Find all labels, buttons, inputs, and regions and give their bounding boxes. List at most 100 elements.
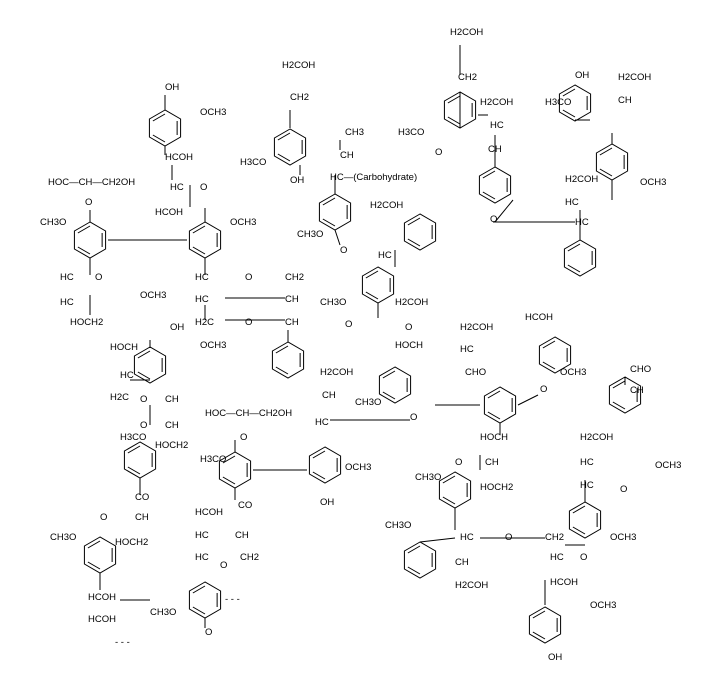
bond (277, 132, 291, 141)
atom-label: O (245, 317, 252, 328)
atom-label: CHO (630, 364, 651, 375)
benzene-ring (271, 341, 305, 379)
atom-label: OCH3 (140, 290, 166, 301)
atom-label: HCOH (88, 614, 116, 625)
bond (542, 340, 556, 349)
bond (152, 134, 166, 143)
benzene-ring (318, 193, 352, 231)
atom-label: HOCH (395, 340, 423, 351)
bond (192, 585, 206, 594)
benzene-ring (595, 143, 629, 181)
atom-label: OCH3 (560, 367, 586, 378)
atom-label: CH2 (285, 272, 304, 283)
atom-label: O (490, 214, 497, 225)
atom-label: CH (340, 150, 354, 161)
bond (572, 505, 586, 514)
atom-label: OH (320, 497, 334, 508)
bond (572, 526, 586, 535)
atom-label: CH3O (150, 607, 176, 618)
bond (562, 88, 576, 97)
atom-label: OH (165, 82, 179, 93)
benzene-ring (528, 606, 562, 644)
atom-label: CH3 (345, 127, 364, 138)
bond (447, 116, 461, 125)
atom-label: H3CO (545, 97, 571, 108)
atom-label: HC (195, 294, 209, 305)
atom-label: HC (60, 297, 74, 308)
atom-label: OCH3 (610, 532, 636, 543)
bond (612, 380, 626, 389)
atom-label: CH (285, 294, 299, 305)
bond (487, 411, 501, 420)
bond (442, 475, 456, 484)
atom-label: CH (165, 394, 179, 405)
bond (77, 225, 91, 234)
atom-label: O (200, 182, 207, 193)
benzene-ring (123, 441, 157, 479)
atom-label: HC (315, 417, 329, 428)
atom-label: CH (165, 420, 179, 431)
atom-label: H2COH (460, 322, 493, 333)
benzene-ring (563, 239, 597, 277)
atom-label: HCOH (155, 207, 183, 218)
bond (567, 243, 581, 252)
bond (612, 401, 626, 410)
bond (419, 537, 456, 543)
atom-label: H3CO (398, 127, 424, 138)
atom-label: HCOH (525, 312, 553, 323)
benzene-ring (403, 541, 437, 579)
atom-label: HC (550, 552, 564, 563)
benzene-ring (478, 166, 512, 204)
atom-label: CH2 (290, 92, 309, 103)
bond (137, 350, 151, 359)
benzene-ring (438, 471, 472, 509)
bond (447, 95, 461, 104)
bond (87, 540, 101, 549)
atom-label: OH (575, 70, 589, 81)
atom-label: O (540, 384, 547, 395)
atom-label: HC (580, 480, 594, 491)
bond (277, 153, 291, 162)
atom-label: CH (618, 95, 632, 106)
atom-label: O (220, 560, 227, 571)
atom-label: CH (135, 512, 149, 523)
atom-label: H2C (195, 317, 214, 328)
benzene-ring (83, 536, 117, 574)
benzene-ring (378, 366, 412, 404)
atom-label: O (85, 197, 92, 208)
atom-label: O (95, 272, 102, 283)
bond (365, 270, 379, 279)
atom-label: CH3O (385, 520, 411, 531)
bond (442, 496, 456, 505)
atom-label: HC—(Carbohydrate) (330, 172, 417, 183)
atom-label: OCH3 (200, 107, 226, 118)
atom-label: O (240, 432, 247, 443)
benzene-ring (188, 221, 222, 259)
atom-label: O (620, 484, 627, 495)
atom-label: CH (485, 457, 499, 468)
atom-label: OH (548, 652, 562, 663)
atom-label: HCOH (88, 592, 116, 603)
bond (87, 561, 101, 570)
atom-label: OCH3 (230, 217, 256, 228)
bond (127, 466, 141, 475)
atom-label: HOCH2 (115, 537, 148, 548)
atom-label: HOC—CH—CH2OH (48, 177, 135, 188)
benzene-ring (361, 266, 395, 304)
benzene-ring (148, 109, 182, 147)
benzene-ring (308, 446, 342, 484)
atom-label: CH3O (355, 397, 381, 408)
benzene-ring (188, 581, 222, 619)
atom-label: HOCH2 (70, 317, 103, 328)
atom-label: CH3O (40, 217, 66, 228)
atom-label: O (100, 512, 107, 523)
atom-label: H2COH (370, 200, 403, 211)
bond (192, 606, 206, 615)
atom-label: O (340, 245, 347, 256)
bond (532, 610, 546, 619)
atom-label: CH (235, 530, 249, 541)
bond (382, 370, 396, 379)
atom-label: HOCH (480, 432, 508, 443)
atom-label: HC (195, 552, 209, 563)
bond (77, 246, 91, 255)
